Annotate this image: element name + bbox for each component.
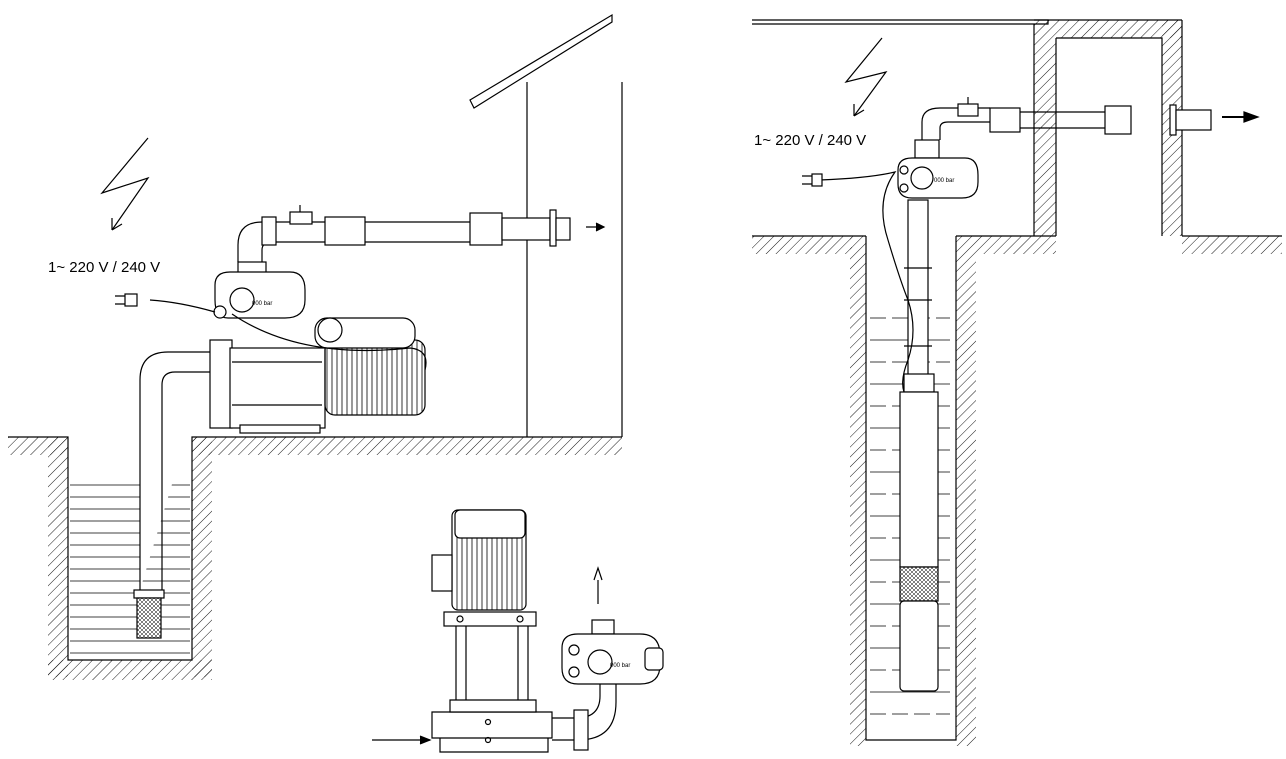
pressure-controller-right: [897, 139, 979, 199]
left-scene: [8, 13, 623, 680]
discharge-pipe-left: [237, 205, 571, 262]
submersible-pump: [899, 373, 939, 692]
power-plug-icon: [802, 173, 823, 187]
gauge-label: 000 bar: [252, 301, 272, 307]
discharge-pipe-right: [921, 97, 1212, 140]
flow-arrow-icon: [372, 735, 432, 745]
flow-arrow-icon: [586, 222, 606, 232]
vertical-pump-scene: [372, 509, 664, 753]
lightning-bolt-icon: [100, 137, 150, 231]
power-plug-icon: [115, 293, 138, 307]
right-scene: [752, 19, 1282, 746]
gauge-label: 000 bar: [610, 663, 630, 669]
water-level-lines: [70, 484, 190, 654]
surface-pump: [209, 317, 426, 434]
gauge-label: 000 bar: [934, 178, 954, 184]
voltage-label-right: 1~ 220 V / 240 V: [754, 132, 867, 149]
voltage-label-left: 1~ 220 V / 240 V: [48, 259, 161, 276]
flow-arrow-icon: [1222, 111, 1260, 123]
pressure-controller-center: [561, 619, 664, 685]
pressure-controller-left: [213, 261, 306, 319]
flow-arrow-icon: [593, 566, 603, 604]
lightning-bolt-icon: [844, 37, 888, 117]
